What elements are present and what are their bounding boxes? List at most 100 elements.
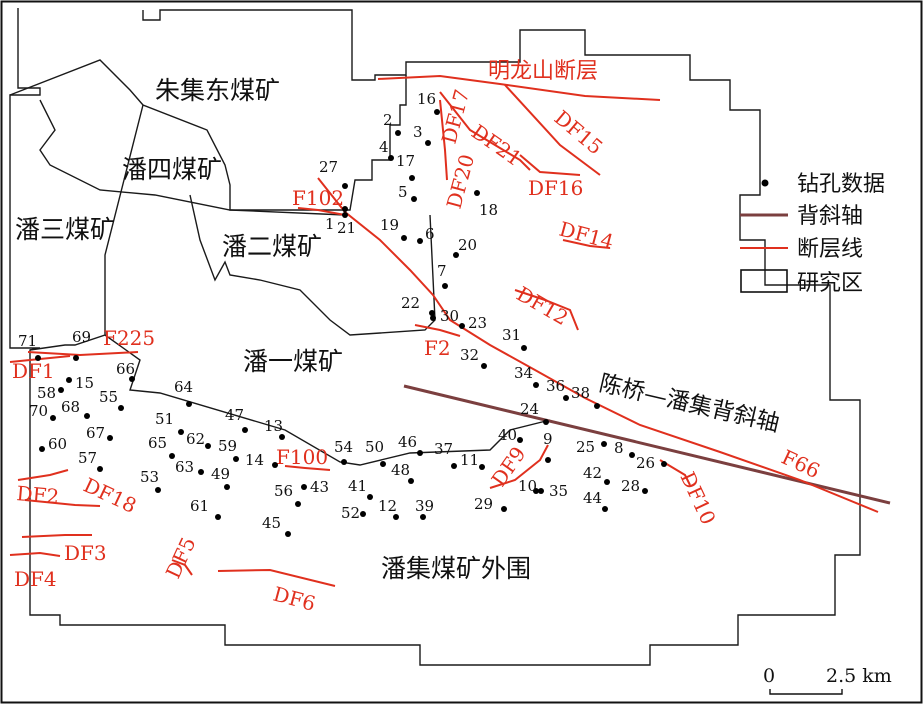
fault-lines: [9, 74, 879, 587]
borehole-point-36: [563, 395, 569, 401]
borehole-point-20: [453, 252, 459, 258]
scale-zero-label: 0: [763, 665, 775, 687]
borehole-point-51: [178, 429, 184, 435]
fault-label-f100: F100: [276, 445, 328, 469]
borehole-point-14: [272, 462, 278, 468]
borehole-label-42: 42: [583, 464, 602, 482]
fault-df3-line: [21, 534, 92, 538]
fault-label-f225: F225: [103, 326, 155, 350]
borehole-point-64: [186, 401, 192, 407]
borehole-label-35: 35: [549, 482, 568, 500]
borehole-point-17: [409, 175, 415, 181]
fault-label-df3: DF3: [64, 541, 107, 565]
scale-bar: 0 2.5 km: [763, 665, 892, 695]
borehole-label-19: 19: [380, 216, 399, 234]
borehole-label-36: 36: [546, 377, 565, 395]
borehole-point-65: [169, 453, 175, 459]
legend-borehole-symbol: [761, 179, 769, 187]
fault-dfc-line: [519, 154, 581, 176]
fault-df5-line: [171, 559, 193, 576]
fault-dfa-line: [439, 91, 531, 171]
borehole-point-15: [66, 377, 72, 383]
borehole-label-1: 1: [325, 215, 335, 233]
fault-df2-line: [17, 469, 69, 481]
borehole-point-56: [295, 501, 301, 507]
fault-df10-line: [659, 459, 691, 486]
borehole-label-47: 47: [225, 406, 244, 424]
borehole-point-53: [155, 487, 161, 493]
borehole-label-27: 27: [319, 158, 338, 176]
borehole-label-9: 9: [543, 430, 553, 448]
borehole-label-64: 64: [174, 378, 193, 396]
borehole-label-11: 11: [460, 451, 479, 469]
borehole-label-32: 32: [460, 346, 479, 364]
borehole-point-61: [215, 514, 221, 520]
borehole-point-41: [367, 494, 373, 500]
borehole-label-44: 44: [583, 489, 602, 507]
borehole-point-66: [129, 376, 135, 382]
borehole-label-70: 70: [29, 402, 48, 420]
borehole-point-42: [604, 479, 610, 485]
borehole-point-5: [411, 196, 417, 202]
borehole-label-28: 28: [621, 477, 640, 495]
borehole-point-57: [97, 466, 103, 472]
borehole-point-29: [501, 506, 507, 512]
borehole-point-40: [517, 437, 523, 443]
borehole-label-58: 58: [37, 384, 56, 402]
fault-dfb-line: [504, 84, 601, 176]
borehole-point-46: [417, 450, 423, 456]
borehole-point-11: [479, 464, 485, 470]
borehole-point-23: [459, 323, 465, 329]
borehole-label-2: 2: [383, 111, 393, 129]
fault-df14-line: [562, 239, 611, 249]
borehole-label-43: 43: [310, 478, 329, 496]
pan3-boundary: [29, 104, 144, 351]
zhuji-east-boundary: [9, 59, 407, 211]
borehole-point-60: [39, 446, 45, 452]
mine-label-pan1: 潘一煤矿: [243, 347, 343, 376]
borehole-label-49: 49: [211, 465, 230, 483]
borehole-label-57: 57: [78, 449, 97, 467]
borehole-label-10: 10: [518, 477, 537, 495]
borehole-point-39: [420, 514, 426, 520]
borehole-label-12: 12: [378, 497, 397, 515]
borehole-label-56: 56: [274, 482, 293, 500]
borehole-label-40: 40: [498, 426, 517, 444]
mine-label-pan2: 潘二煤矿: [222, 232, 322, 261]
legend-study-area-label: 研究区: [797, 271, 863, 296]
borehole-point-7: [442, 283, 448, 289]
borehole-label-45: 45: [262, 514, 281, 532]
borehole-point-6: [417, 238, 423, 244]
borehole-point-21: [342, 212, 348, 218]
borehole-label-3: 3: [413, 123, 423, 141]
fault-df6-line: [217, 568, 336, 587]
borehole-label-52: 52: [341, 504, 360, 522]
borehole-label-22: 22: [401, 294, 420, 312]
borehole-point-45: [285, 531, 291, 537]
borehole-point-24: [543, 419, 549, 425]
borehole-label-71: 71: [18, 332, 37, 350]
mine-label-pan3: 潘三煤矿: [15, 215, 115, 244]
borehole-label-29: 29: [474, 495, 493, 513]
borehole-point-47: [242, 427, 248, 433]
borehole-label-48: 48: [391, 461, 410, 479]
fault-label-f102: F102: [292, 186, 344, 210]
borehole-point-68: [84, 413, 90, 419]
borehole-label-61: 61: [190, 497, 209, 515]
legend: 钻孔数据 背斜轴 断层线 研究区: [740, 172, 885, 296]
fault-label-df1: DF1: [12, 359, 55, 383]
fault-minglongshan-line: [377, 74, 661, 101]
fault-label-df2: DF2: [16, 481, 61, 509]
borehole-label-69: 69: [72, 328, 91, 346]
borehole-label-26: 26: [636, 454, 655, 472]
borehole-point-9: [545, 457, 551, 463]
borehole-point-3: [425, 140, 431, 146]
borehole-point-69: [73, 355, 79, 361]
borehole-point-32: [481, 363, 487, 369]
borehole-point-25: [601, 441, 607, 447]
legend-borehole-label: 钻孔数据: [797, 172, 885, 197]
borehole-point-58: [58, 387, 64, 393]
borehole-point-38: [594, 403, 600, 409]
borehole-label-59: 59: [218, 437, 237, 455]
borehole-point-8: [629, 452, 635, 458]
